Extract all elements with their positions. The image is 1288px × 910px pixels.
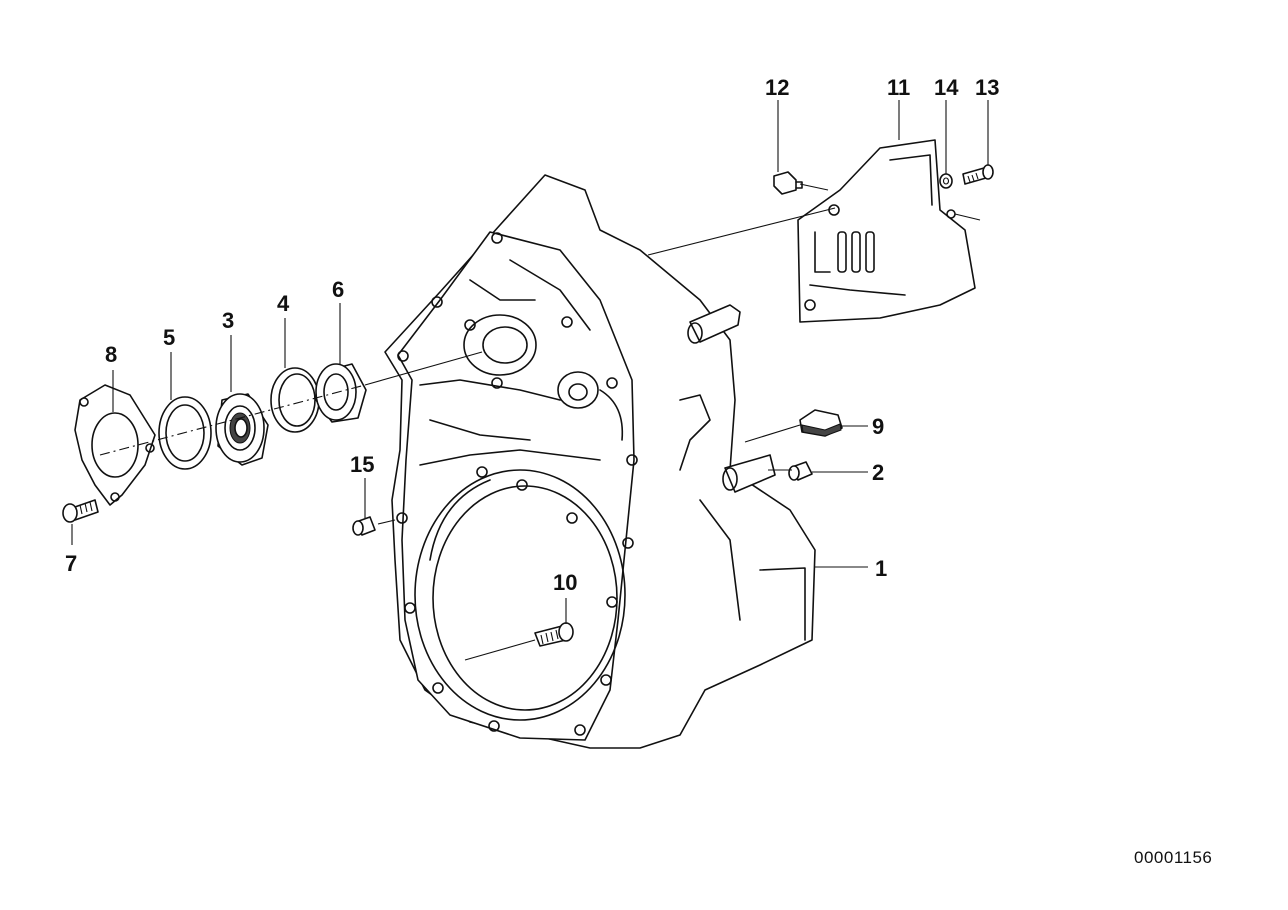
pad-part-9 [799, 409, 843, 437]
callout-13: 13 [975, 75, 999, 100]
callout-9: 9 [872, 414, 884, 439]
callout-8: 8 [105, 342, 117, 367]
callout-1: 1 [875, 556, 887, 581]
callout-2: 2 [872, 460, 884, 485]
callout-11: 11 [887, 75, 910, 100]
bolt-part-10 [534, 622, 574, 647]
bolt-part-12 [773, 171, 803, 195]
callout-5: 5 [163, 325, 175, 350]
callout-labels: 1 2 3 4 5 6 7 8 9 10 11 12 13 14 15 [65, 75, 999, 595]
assembly-lines [99, 183, 981, 661]
callout-12: 12 [765, 75, 789, 100]
callout-7: 7 [65, 551, 77, 576]
callout-6: 6 [332, 277, 344, 302]
ball-bearing-part-3 [215, 393, 269, 466]
callout-14: 14 [934, 75, 959, 100]
bearing-cover-part-8 [74, 384, 156, 506]
callout-10: 10 [553, 570, 577, 595]
housing-part-1 [384, 174, 816, 749]
washer-part-14 [939, 173, 953, 189]
seal-part-6 [315, 363, 367, 423]
callout-4: 4 [277, 291, 290, 316]
screw-part-7 [62, 499, 99, 523]
cover-plate-part-11 [797, 139, 976, 323]
diagram-reference-code: 00001156 [1134, 848, 1213, 867]
callout-3: 3 [222, 308, 234, 333]
bushing-part-15 [352, 516, 376, 536]
sleeve-part-2 [788, 461, 813, 481]
screw-part-13 [962, 164, 994, 185]
leader-lines [71, 100, 989, 624]
callout-15: 15 [350, 452, 374, 477]
circlip-part-4 [270, 367, 320, 433]
